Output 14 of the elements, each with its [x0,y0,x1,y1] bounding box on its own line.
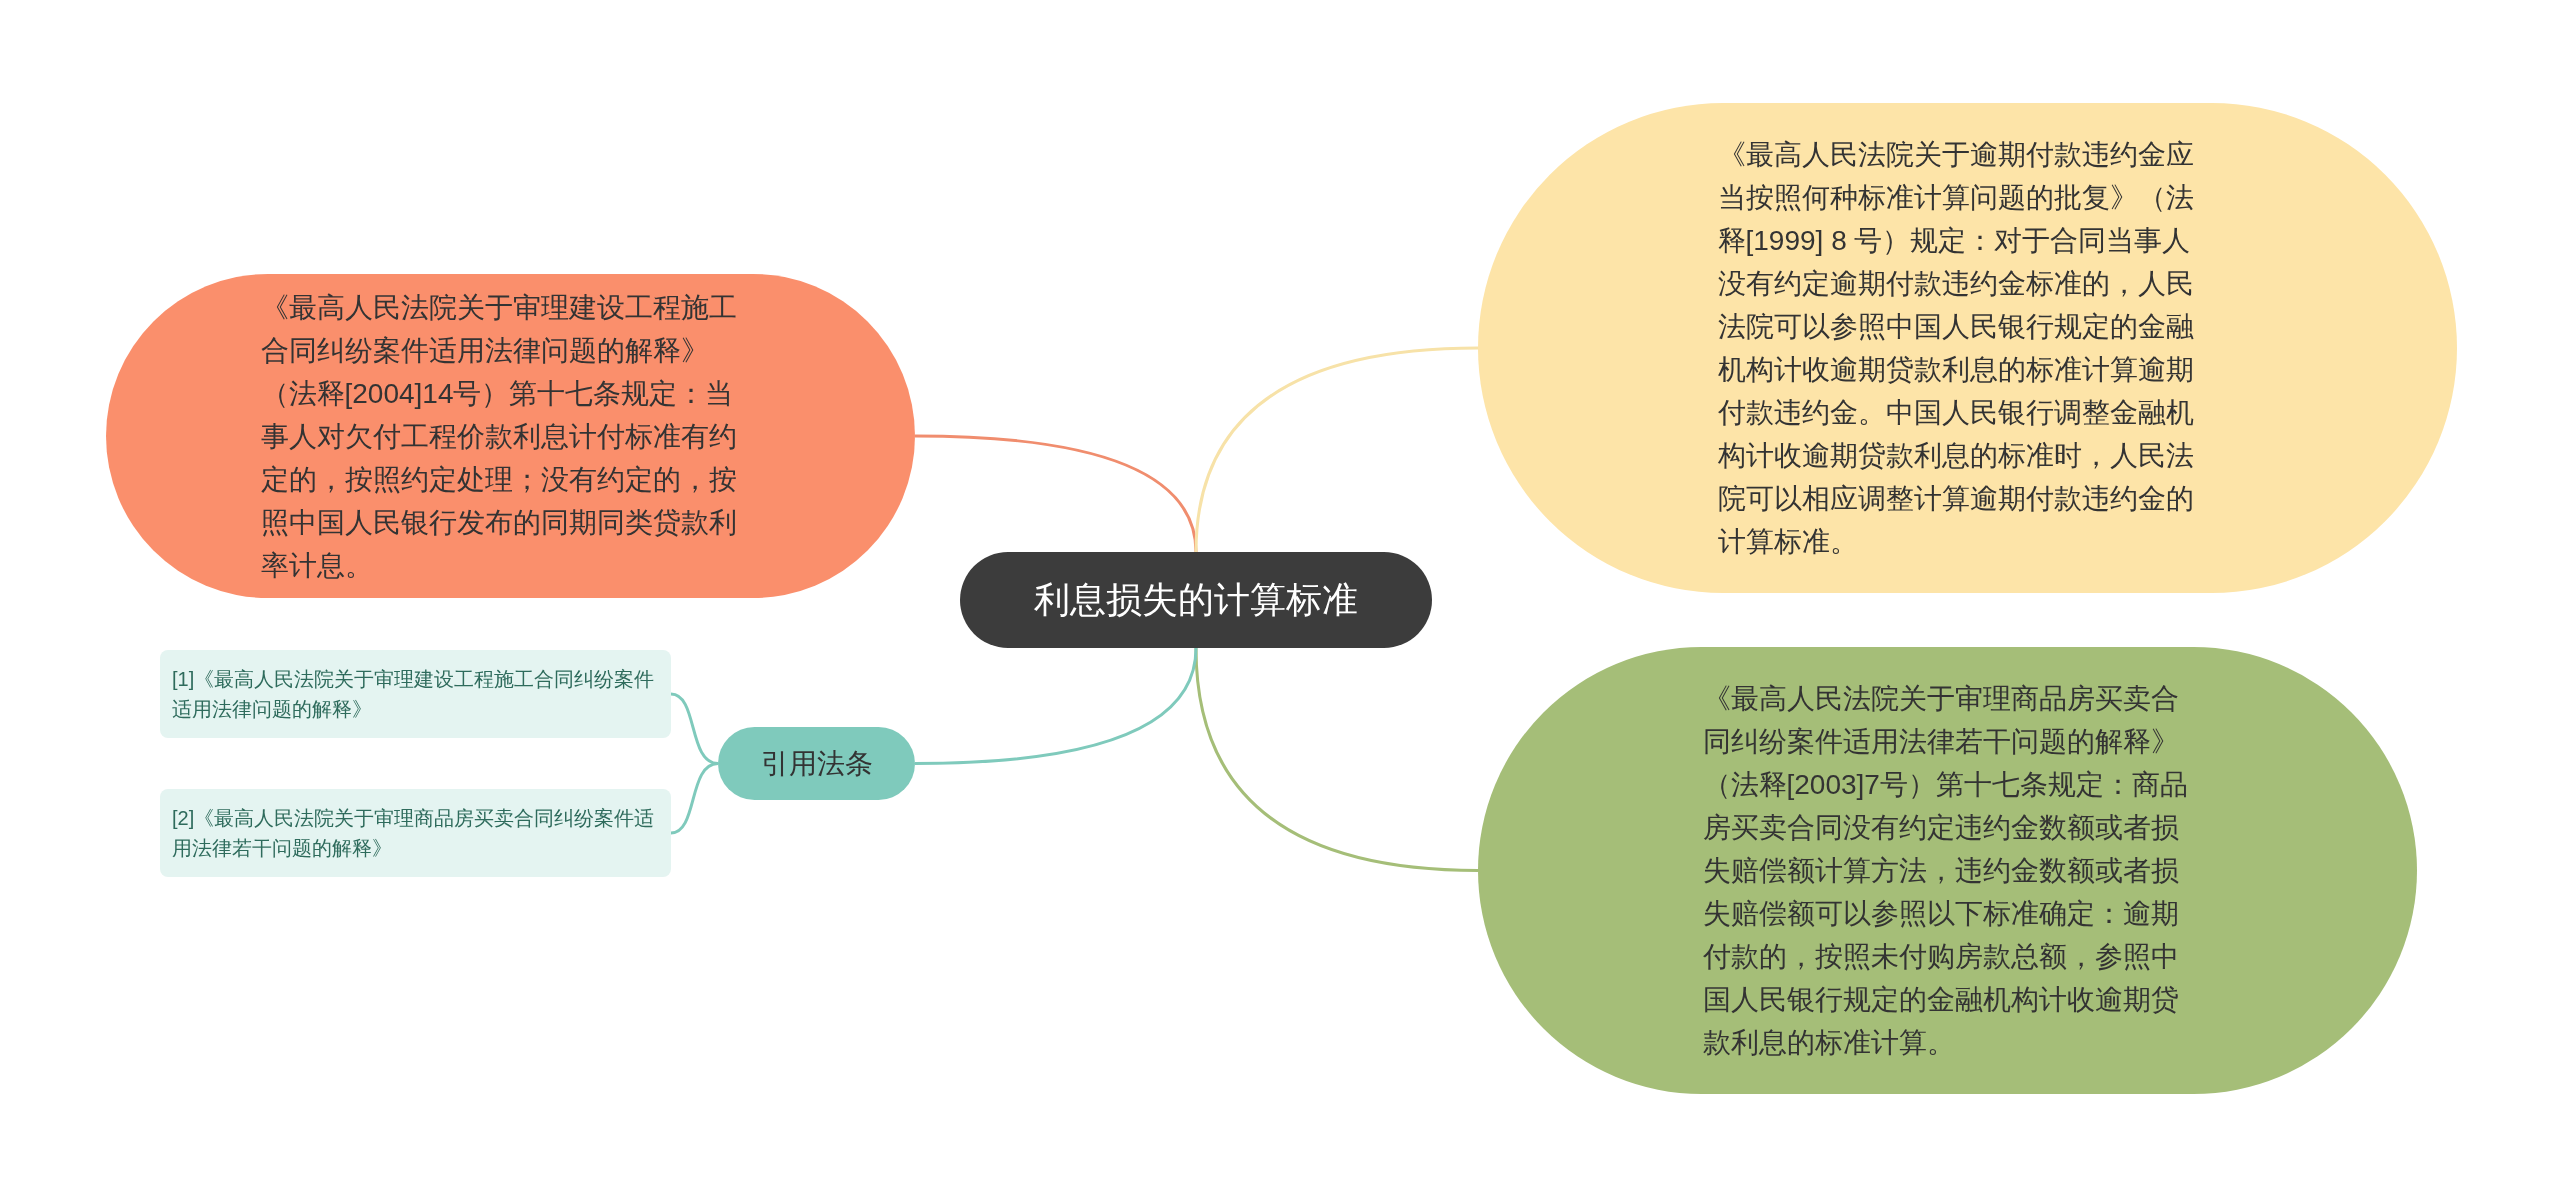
node-text: 《最高人民法院关于逾期付款违约金应当按照何种标准计算问题的批复》（法释[1999] 8 号）规定：对于合同当事人没有约定逾期付款违约金标准的，人民法院可以参照中国人民银行规定的金融机构计收逾期贷款利息的标准计算逾期付款违约金。中国人民银行调整金融机构计收逾期贷款利息的标准时，人民法院可以相应调整计算逾期付款违约金的计算标准。 [1717,138,2195,559]
connector-line [670,762,719,835]
node-text: 利息损失的计算标准 [1034,578,1358,622]
node-text: [2]《最高人民法院关于审理商品房买卖合同纠纷案件适用法律若干问题的解释》 [172,806,656,861]
reference-card [160,650,671,738]
connector-line [1194,647,1479,872]
reference-card [160,789,671,877]
node-text: 《最高人民法院关于审理商品房买卖合同纠纷案件适用法律若干问题的解释》（法释[2003]7号）第十七条规定：商品房买卖合同没有约定违约金数额或者损失赔偿额计算方法，违约金数额或者损失赔偿额可以参照以下标准确定：逾期付款的，按照未付购房款总额，参照中国人民银行规定的金融机构计收逾期贷款利息的标准计算。 [1702,682,2189,1060]
connector-line [1194,346,1479,553]
node-text: 引用法条 [760,746,873,781]
connector-line [914,434,1198,553]
node-text: 《最高人民法院关于审理建设工程施工合同纠纷案件适用法律问题的解释》（法释[2004]14号）第十七条规定：当事人对欠付工程价款利息计付标准有约定的，按照约定处理；没有约定的，按照中国人民银行发布的同期同类贷款利率计息。 [260,290,738,583]
node-text: [1]《最高人民法院关于审理建设工程施工合同纠纷案件适用法律问题的解释》 [172,667,656,722]
connector-line [914,647,1198,765]
